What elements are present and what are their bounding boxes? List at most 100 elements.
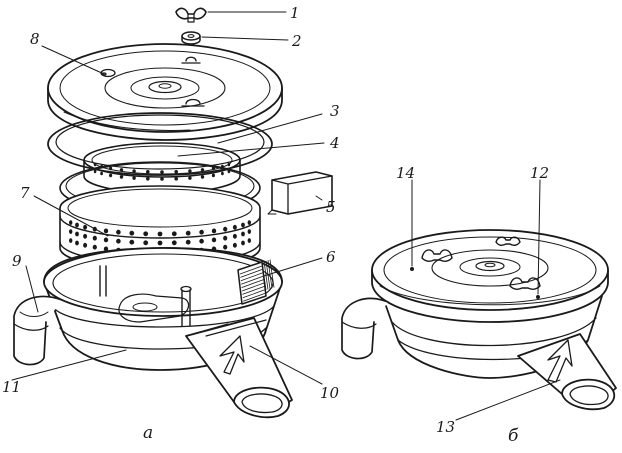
perforation-hole [103, 246, 109, 252]
perforation-hole [93, 169, 97, 174]
perforation-hole [185, 239, 191, 245]
perforation-hole [116, 238, 121, 244]
wing-nut-part [175, 7, 207, 23]
perforation-hole [241, 222, 245, 228]
perforation-hole [75, 222, 79, 228]
perforation-hole [223, 226, 228, 232]
upper-seal-ring [47, 112, 273, 176]
perforation-hole [143, 231, 149, 237]
hatch-line [242, 286, 265, 295]
perforation-hole [93, 162, 97, 167]
callout-labels: 1 2 3 4 5 6 7 8 9 10 11 12 14 13 [2, 4, 549, 436]
perforation-hole [157, 231, 163, 237]
perforation-hole [200, 175, 205, 179]
perforation-hole [109, 166, 113, 171]
callout-1: 1 [290, 4, 300, 22]
perforation-hole [116, 229, 121, 235]
perforation-hole [174, 177, 178, 181]
perforation-hole [109, 173, 113, 178]
perforation-hole [119, 168, 124, 172]
perforation-hole [146, 177, 150, 181]
callout-12: 12 [530, 164, 549, 182]
perforation-hole [143, 240, 149, 246]
hatch-line [241, 279, 264, 288]
hatch-line [241, 282, 265, 292]
callout-7: 7 [20, 184, 30, 202]
perforation-hole [132, 176, 136, 180]
perforation-hole [157, 240, 163, 246]
perforation-hole [103, 237, 109, 243]
perforation-hole [174, 170, 178, 174]
perforation-hole [92, 244, 97, 250]
perforation-hole [232, 224, 237, 230]
perforation-hole [146, 170, 150, 174]
perforation-hole [171, 231, 177, 237]
perforation-hole [211, 228, 217, 234]
perforation-hole [75, 231, 79, 237]
callout-13-pos: 14 [396, 164, 415, 182]
perforation-hole [221, 171, 224, 176]
callout-6: 6 [326, 248, 336, 266]
gasket-part [237, 261, 267, 305]
perforation-hole [188, 169, 192, 173]
callout-3: 3 [330, 102, 340, 120]
subfigure-b-label: б [508, 426, 519, 446]
perforation-hole [132, 169, 136, 173]
hatch-line [242, 289, 265, 299]
perforation-hole [69, 229, 73, 235]
perforation-hole [247, 229, 251, 235]
callout-5: 5 [326, 198, 336, 216]
perforation-hole [160, 177, 164, 181]
perforation-hole [223, 235, 228, 241]
callout-10: 10 [320, 384, 340, 402]
callout-4: 4 [329, 134, 340, 152]
perforation-hole [100, 171, 103, 176]
hatch-line [240, 269, 263, 278]
perforation-hole [75, 240, 79, 246]
perforation-hole [232, 242, 237, 248]
perforation-hole [119, 175, 124, 179]
perforation-hole [211, 237, 217, 243]
leader-lines-left [11, 11, 325, 385]
perforation-hole [129, 230, 135, 236]
perforation-hole [241, 231, 245, 237]
intake-snout-part [185, 317, 293, 419]
exploded-air-filter: а [11, 7, 333, 443]
perforation-hole [199, 238, 204, 244]
perforation-hole [83, 233, 88, 239]
perforation-hole [241, 240, 245, 246]
hatch-line [243, 292, 266, 302]
subfigure-a-label: а [143, 423, 153, 443]
perforation-hole [69, 220, 73, 226]
hatch-line [241, 275, 264, 285]
perforation-hole [247, 220, 251, 226]
perforation-hole [129, 239, 135, 245]
assembled-air-filter: б [341, 179, 617, 446]
perforated-collar [83, 142, 241, 194]
perforation-hole [247, 238, 251, 244]
filter-cover-part [47, 43, 283, 141]
perforation-hole [232, 233, 237, 239]
perforation-hole [185, 230, 191, 236]
mesh-plate-part [267, 171, 333, 215]
perforation-hole [171, 240, 177, 246]
perforation-hole [83, 224, 88, 230]
perforation-hole [69, 238, 73, 244]
perforation-hole [223, 244, 228, 250]
perforation-hole [83, 242, 88, 248]
perforation-hole [200, 168, 205, 172]
perforation-hole [199, 229, 204, 235]
perforation-hole [211, 173, 215, 178]
callout-13: 13 [436, 418, 455, 436]
callout-11: 11 [2, 378, 21, 396]
hatch-line [240, 272, 263, 282]
perforation-hole [188, 176, 192, 180]
callout-8: 8 [30, 30, 40, 48]
perforation-hole [92, 235, 97, 241]
side-handle-part [13, 295, 63, 366]
perforation-hole [227, 162, 231, 167]
perforation-hole [160, 170, 164, 174]
callout-9: 9 [12, 252, 22, 270]
washer-part [181, 31, 201, 45]
